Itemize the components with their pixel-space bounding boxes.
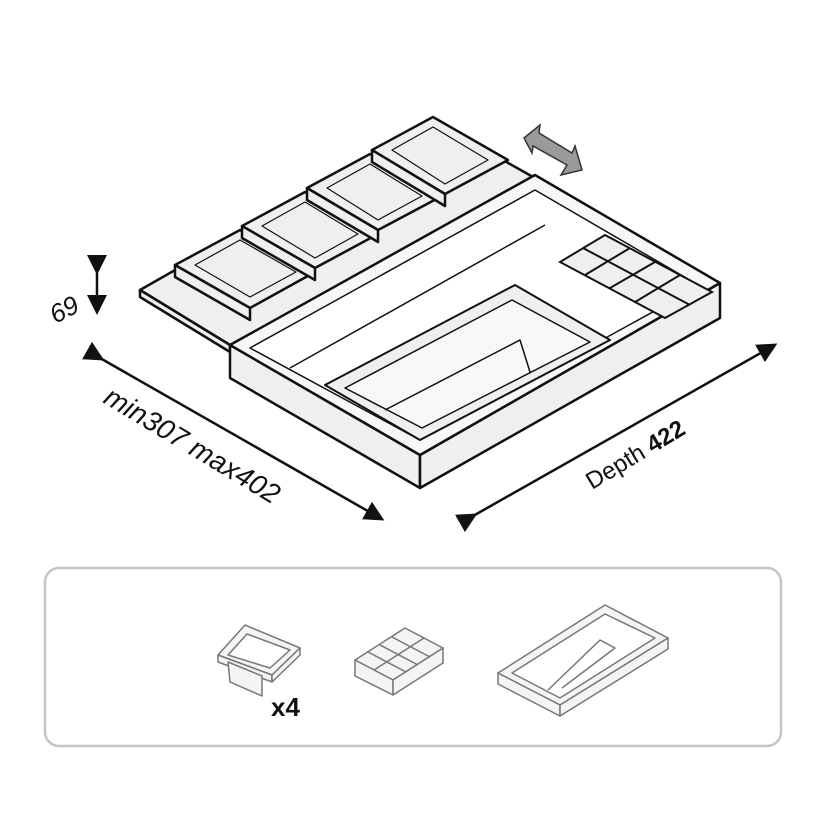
depth-value: 422 bbox=[642, 415, 690, 459]
large-bin-icon bbox=[497, 604, 669, 717]
compartment-insert bbox=[557, 233, 715, 320]
lid-containers bbox=[173, 115, 510, 322]
slide-arrow-icon bbox=[523, 123, 583, 177]
lid-container-4 bbox=[370, 115, 510, 208]
compartment-insert-icon bbox=[354, 627, 444, 696]
lid-container-count: x4 bbox=[271, 692, 300, 722]
lid-container-3 bbox=[305, 152, 444, 244]
height-label: 69 bbox=[44, 289, 84, 329]
width-label: min307 max402 bbox=[99, 381, 286, 510]
depth-label: Depth 422 bbox=[581, 415, 690, 495]
depth-arrow bbox=[455, 343, 778, 533]
width-arrow bbox=[82, 341, 385, 521]
lid-container-icon bbox=[217, 624, 301, 697]
dimension-lines bbox=[82, 255, 778, 533]
